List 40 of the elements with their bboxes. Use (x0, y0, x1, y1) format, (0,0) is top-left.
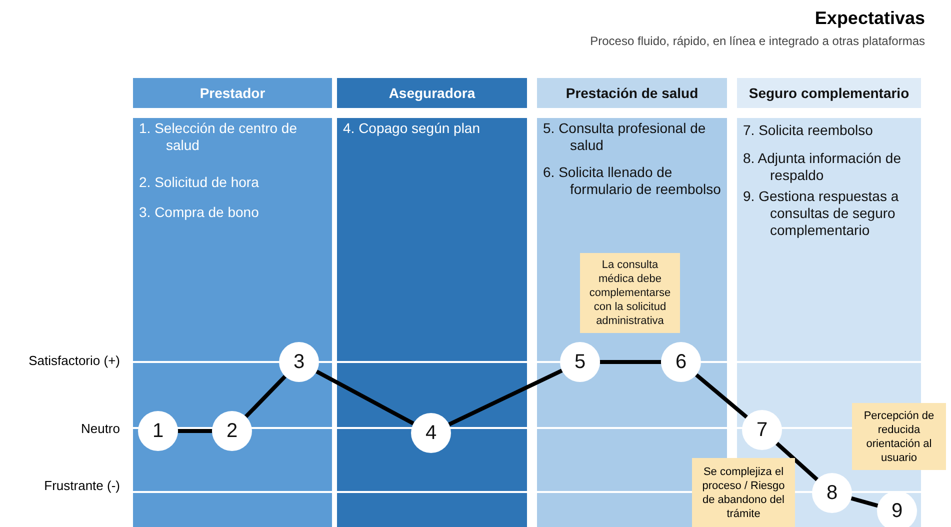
step-item: 8. Adjunta información de respaldo (743, 150, 902, 184)
level-label: Neutro (80, 421, 120, 436)
title: Expectativas (814, 8, 925, 29)
step-circle: 8 (812, 473, 852, 513)
step-circle: 7 (742, 410, 782, 450)
step-item: 2. Solicitud de hora (139, 174, 260, 191)
sticky-note: Percepción de reducida orientación al usuario (852, 403, 946, 470)
column-header: Aseguradora (388, 84, 476, 103)
subtitle: Proceso fluido, rápido, en línea e integrado a otras plataformas (590, 34, 925, 48)
sticky-note: Se complejiza el proceso / Riesgo de abandono del trámite (692, 458, 795, 527)
step-circle: 4 (411, 413, 451, 453)
journey-line (448, 368, 563, 426)
journey-stage-column (133, 78, 332, 527)
step-item: 3. Compra de bono (139, 204, 260, 221)
journey-line (600, 360, 661, 364)
journey-line (244, 374, 286, 418)
step-item: 9. Gestiona respuestas a consultas de seguro complementario (743, 188, 900, 239)
column-header: Prestador (198, 84, 266, 103)
journey-line (695, 373, 748, 419)
journey-line (316, 370, 414, 426)
step-circle: 9 (877, 491, 917, 527)
column-header: Prestación de salud (564, 84, 700, 103)
journey-line (178, 429, 212, 433)
step-circle: 3 (279, 342, 319, 382)
step-circle: 5 (560, 342, 600, 382)
step-item: 5. Consulta profesional de salud (543, 120, 707, 154)
column-header: Seguro complementario (748, 84, 910, 103)
journey-line (776, 442, 818, 482)
step-circle: 1 (138, 411, 178, 451)
journey-line (850, 496, 878, 508)
step-item: 4. Copago según plan (343, 120, 481, 137)
step-item: 6. Solicita llenado de formulario de reembolso (543, 164, 722, 198)
journey-stage-column (337, 78, 527, 527)
level-label: Frustrante (-) (43, 478, 120, 493)
sticky-note: La consulta médica debe complementarse con la solicitud administrativa (580, 253, 680, 333)
step-circle: 2 (212, 411, 252, 451)
level-label: Satisfactorio (+) (28, 353, 120, 368)
step-circle: 6 (661, 342, 701, 382)
step-item: 7. Solicita reembolso (743, 122, 874, 139)
step-item: 1. Selección de centro de salud (139, 120, 298, 154)
